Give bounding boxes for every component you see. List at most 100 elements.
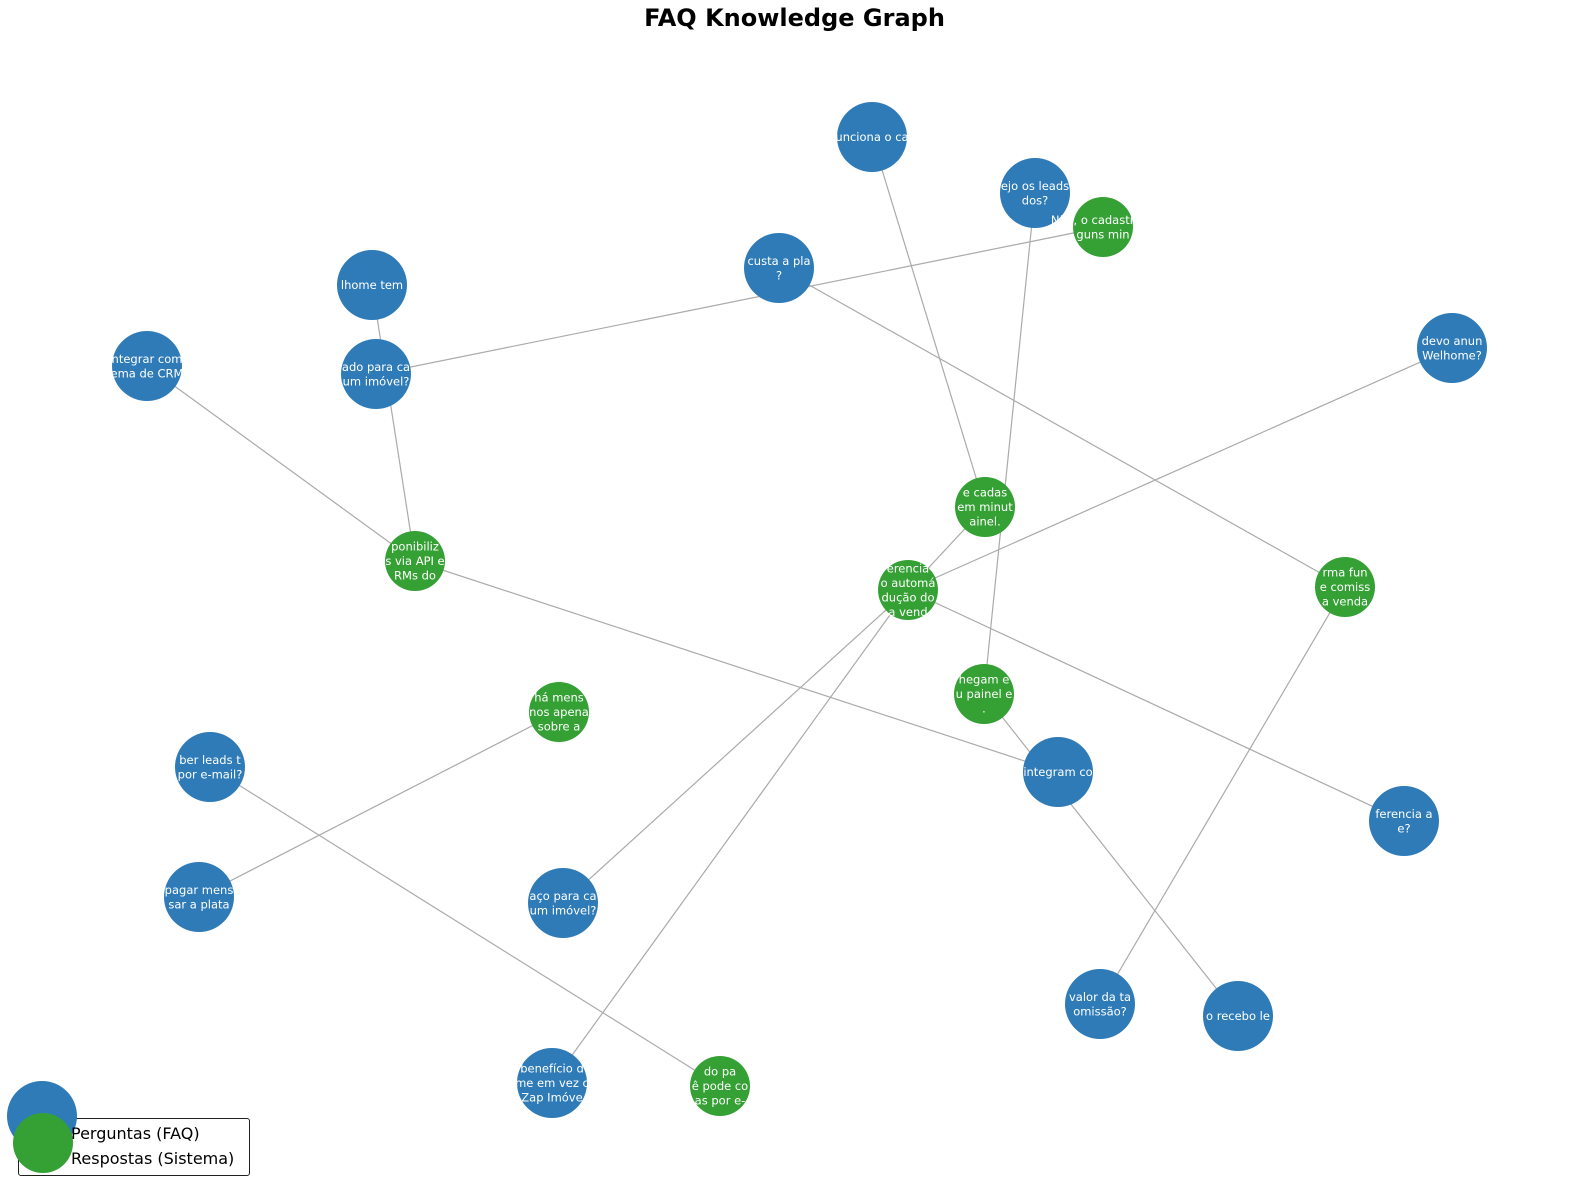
node-circle[interactable] xyxy=(112,331,182,401)
node-label: a venda xyxy=(1322,595,1368,609)
node-label: rma fun xyxy=(1322,566,1367,580)
answer-node-a7[interactable]: hegam eu painel e. xyxy=(954,664,1014,724)
node-label: nos apena xyxy=(529,705,589,719)
node-label: ema de CRM xyxy=(111,366,184,380)
node-circle[interactable] xyxy=(341,339,411,409)
node-label: dos? xyxy=(1022,193,1048,207)
node-circle[interactable] xyxy=(1315,557,1375,617)
edge-q10-a4 xyxy=(562,589,909,904)
node-label: Welhome? xyxy=(1422,348,1482,362)
edge-q3-a5 xyxy=(778,267,1346,588)
edge-q11-a3 xyxy=(414,560,1059,773)
node-label: o automá xyxy=(881,576,936,590)
node-label: ponibiliz xyxy=(391,540,439,554)
question-node-q1[interactable]: unciona o ca xyxy=(835,102,909,172)
node-circle[interactable] xyxy=(517,1048,587,1118)
edge-q13-a5 xyxy=(1099,586,1346,1005)
node-label: pagar mens xyxy=(165,883,234,897)
node-label: há mens xyxy=(534,691,584,705)
node-circle[interactable] xyxy=(954,664,1014,724)
node-label: omissão? xyxy=(1073,1004,1127,1018)
node-label: lhome tem xyxy=(341,278,403,292)
node-label: ainel. xyxy=(969,515,1000,529)
edge-q1-a2 xyxy=(871,136,986,508)
legend: Perguntas (FAQ) Respostas (Sistema) xyxy=(7,1081,250,1176)
question-node-q4[interactable]: lhome tem xyxy=(337,250,407,320)
node-circle[interactable] xyxy=(1203,981,1273,1051)
node-label: valor da ta xyxy=(1069,990,1131,1004)
edge-q4-a3 xyxy=(371,284,416,562)
node-label: ejo os leads xyxy=(1001,179,1069,193)
node-label: e cadas xyxy=(963,486,1007,500)
edge-q12-a4 xyxy=(907,589,1405,822)
node-label: um imóvel? xyxy=(530,903,597,917)
node-circle[interactable] xyxy=(385,531,445,591)
node-circle[interactable] xyxy=(337,250,407,320)
node-circle[interactable] xyxy=(529,682,589,742)
node-circle[interactable] xyxy=(878,560,938,620)
node-circle[interactable] xyxy=(1417,313,1487,383)
node-label: o recebo le xyxy=(1206,1009,1270,1023)
node-label: sobre a xyxy=(538,720,581,734)
edge-q9-a6 xyxy=(198,711,560,898)
edge-q8-a8 xyxy=(209,766,721,1087)
node-label: ? xyxy=(776,268,782,282)
node-label: do pa xyxy=(704,1065,736,1079)
node-label: dução do xyxy=(882,590,935,604)
node-circle[interactable] xyxy=(1000,158,1070,228)
question-node-q11[interactable]: integram co xyxy=(1023,737,1093,807)
node-label: por e-mail? xyxy=(178,767,243,781)
node-label: . xyxy=(982,702,986,716)
node-label: u painel e xyxy=(956,687,1013,701)
node-label: guns min xyxy=(1076,227,1129,241)
node-label: a vend xyxy=(888,605,927,619)
edge-q15-a4 xyxy=(551,589,909,1084)
node-label: integram co xyxy=(1023,765,1092,779)
graph-title: FAQ Knowledge Graph xyxy=(644,4,945,32)
node-circle[interactable] xyxy=(1073,197,1133,257)
node-circle[interactable] xyxy=(164,862,234,932)
legend-answer-label: Respostas (Sistema) xyxy=(71,1149,235,1168)
node-label: as por e- xyxy=(695,1094,746,1108)
node-label: RMs do xyxy=(394,569,436,583)
node-label: em minut xyxy=(957,500,1013,514)
node-label: e comiss xyxy=(1320,580,1370,594)
node-label: um imóvel? xyxy=(343,374,410,388)
node-label: Não, o cadastro le xyxy=(1051,213,1155,227)
node-circle[interactable] xyxy=(690,1056,750,1116)
node-circle[interactable] xyxy=(955,477,1015,537)
question-node-q12[interactable]: ferencia ae? xyxy=(1369,786,1439,856)
node-label: unciona o ca xyxy=(835,130,908,144)
node-circle[interactable] xyxy=(1023,737,1093,807)
node-circle[interactable] xyxy=(837,102,907,172)
legend-question-label: Perguntas (FAQ) xyxy=(71,1124,200,1143)
node-circle[interactable] xyxy=(744,233,814,303)
node-circle[interactable] xyxy=(1065,969,1135,1039)
node-circle[interactable] xyxy=(175,732,245,802)
edge-layer xyxy=(146,136,1453,1087)
node-label: ntegrar com xyxy=(112,352,183,366)
node-circle[interactable] xyxy=(1369,786,1439,856)
node-circle[interactable] xyxy=(528,868,598,938)
question-node-q14[interactable]: o recebo le xyxy=(1203,981,1273,1051)
question-node-q3[interactable]: custa a pla? xyxy=(744,233,814,303)
edge-q14-a7 xyxy=(983,693,1239,1017)
